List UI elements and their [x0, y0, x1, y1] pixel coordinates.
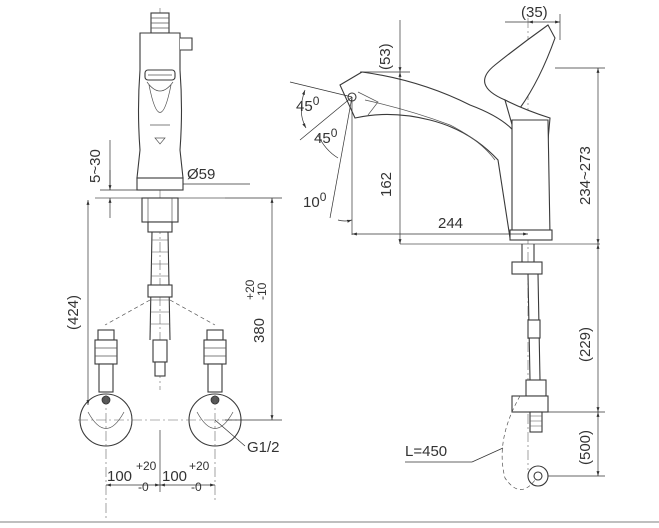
- stop-valve-left: [79, 329, 133, 447]
- faucet-body-front: [136, 32, 184, 179]
- dim-handle-offset: (35): [521, 4, 548, 21]
- hose-nut-side: [511, 261, 543, 275]
- dim-spout-top: (53): [377, 43, 394, 70]
- dim-angle-upper: 450: [296, 94, 320, 115]
- dim-supply-height: (424): [65, 295, 82, 330]
- supply-hoses-front: [147, 231, 173, 377]
- dim-lower-length: (229): [577, 327, 594, 362]
- side-view: 450 450 100 (53) 162 244 (35) 234~273 (2…: [289, 4, 605, 490]
- hose-loop: [501, 395, 536, 490]
- dim-spacing-right-tol-plus: +20: [189, 459, 210, 473]
- dim-angle-lower: 450: [314, 126, 338, 147]
- dim-thread: G1/2: [247, 439, 280, 456]
- dim-spacing-right-base: 100: [162, 468, 187, 485]
- dim-reach: 244: [438, 215, 463, 232]
- dim-hose-pull: (500): [577, 430, 594, 465]
- dim-hose-length: L=450: [405, 443, 447, 460]
- faucet-base-side: [509, 229, 553, 241]
- faucet-base-front: [136, 177, 184, 191]
- lever-handle: [484, 24, 556, 109]
- dim-top-range: 5~30: [87, 149, 104, 183]
- dim-total-height-base: 380: [251, 318, 268, 343]
- dim-spacing-right-tol-minus: -0: [191, 480, 202, 494]
- hose-path-right: [169, 299, 216, 326]
- dim-spacing-left-base: 100: [107, 468, 132, 485]
- dim-diameter: Ø59: [187, 166, 215, 183]
- stop-valve-right: [188, 329, 242, 447]
- side-lever-front: [180, 37, 193, 51]
- faucet-body-side: [511, 119, 551, 236]
- dim-total-height-tol-minus: -10: [255, 282, 269, 300]
- hose-weight: [511, 395, 549, 413]
- dim-spacing-left-tol-minus: -0: [138, 480, 149, 494]
- dim-spacing-left-tol-plus: +20: [136, 459, 157, 473]
- dim-body-height: 234~273: [577, 146, 594, 205]
- dim-spout-height: 162: [378, 172, 395, 197]
- mounting-nut: [141, 197, 179, 223]
- dim-total-height-tol-plus: +20: [243, 279, 257, 300]
- dim-angle-tilt: 100: [303, 190, 327, 211]
- hose-path-left: [104, 299, 151, 326]
- front-view: 5~30 Ø59 (424) 380 +20 -10 G1/2 100 +20 …: [0, 8, 659, 523]
